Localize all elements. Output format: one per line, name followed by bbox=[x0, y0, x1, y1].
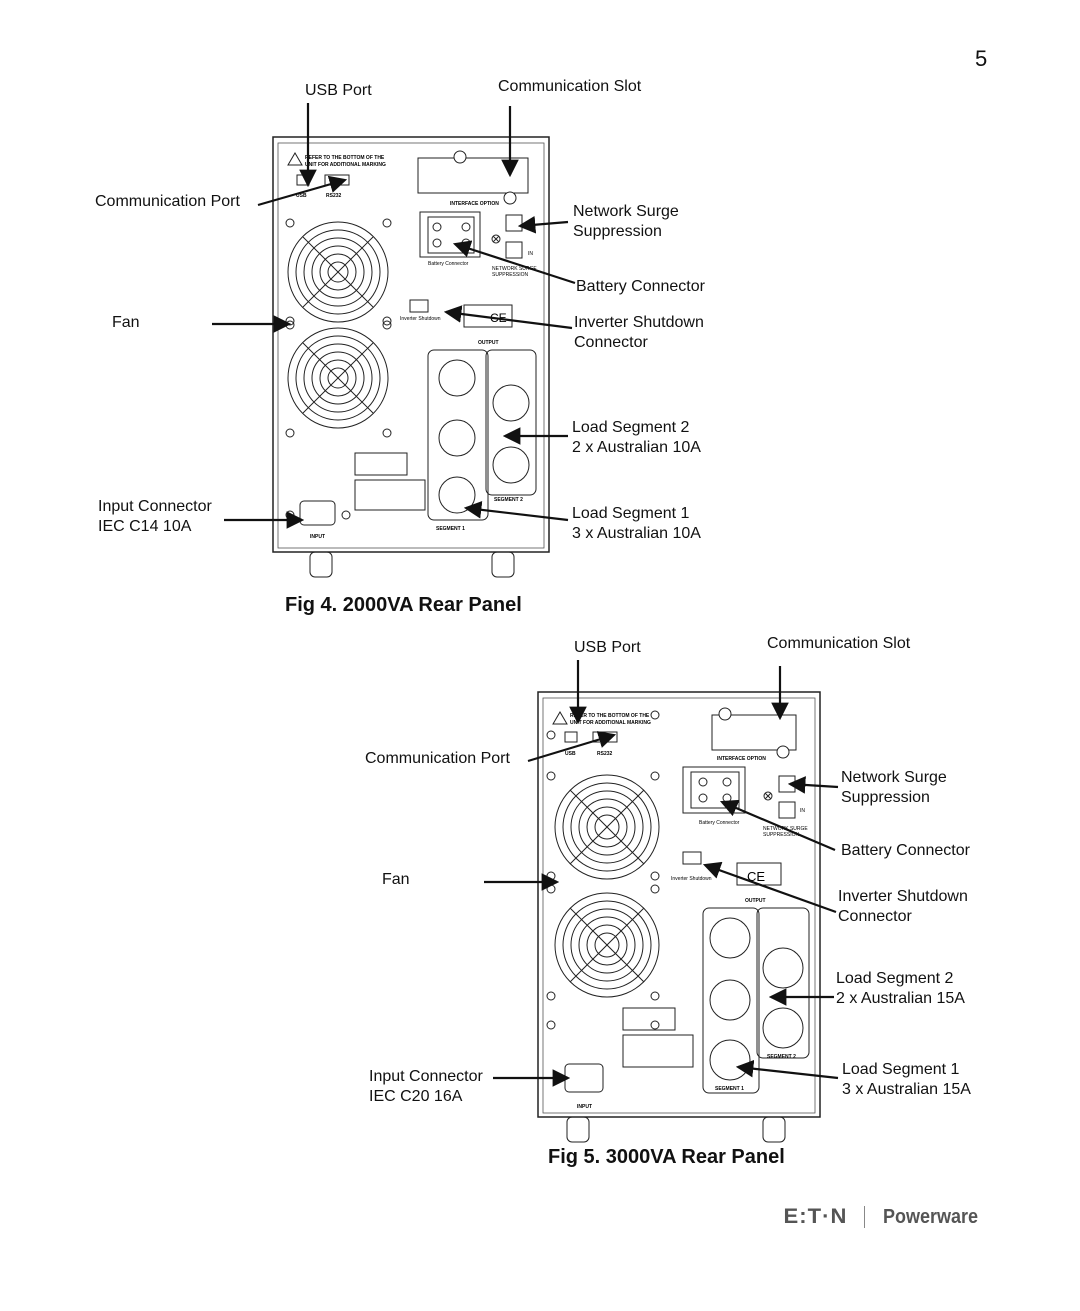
fig4-panel-usb: USB bbox=[296, 193, 307, 199]
fig5-label-comm-slot: Communication Slot bbox=[767, 635, 911, 652]
fig5-panel-in: IN bbox=[800, 808, 805, 814]
fig5-label-input-1: Input Connector bbox=[369, 1068, 483, 1085]
fig4-panel-seg1: SEGMENT 1 bbox=[436, 526, 465, 532]
fig5-label-seg1-1: Load Segment 1 bbox=[842, 1061, 960, 1078]
fig5-rear-panel-drawing: REFER TO THE BOTTOM OF THE UNIT FOR ADDI… bbox=[537, 691, 821, 1143]
fig5-label-inv-1: Inverter Shutdown bbox=[838, 888, 968, 905]
fig5-panel-unit: UNIT FOR ADDITIONAL MARKING bbox=[570, 720, 651, 726]
fig4-label-comm-slot: Communication Slot bbox=[498, 78, 642, 95]
fig5-label-comm-port: Communication Port bbox=[365, 750, 510, 767]
fig5-label-battery: Battery Connector bbox=[841, 842, 970, 859]
fig4-panel-refer: REFER TO THE BOTTOM OF THE bbox=[305, 155, 385, 161]
fig4-rear-panel-drawing: REFER TO THE BOTTOM OF THE UNIT FOR ADDI… bbox=[272, 136, 550, 578]
fig4-label-comm-port: Communication Port bbox=[95, 193, 240, 210]
fig5-panel-seg2: SEGMENT 2 bbox=[767, 1054, 796, 1060]
fig4-label-input-1: Input Connector bbox=[98, 498, 212, 515]
fig5-panel-refer: REFER TO THE BOTTOM OF THE bbox=[570, 713, 650, 719]
fig5-callout-arrows bbox=[484, 660, 839, 1087]
fig4-panel-input: INPUT bbox=[310, 534, 325, 540]
fig5-label-seg2-2: 2 x Australian 15A bbox=[836, 990, 965, 1007]
fig4-callout-arrows bbox=[212, 103, 576, 529]
fig4-panel-inv: Inverter Shutdown bbox=[400, 316, 441, 322]
fig4-panel-output: OUTPUT bbox=[478, 340, 499, 346]
fig4-label-input-2: IEC C14 10A bbox=[98, 518, 192, 535]
fig5-panel-battery: Battery Connector bbox=[699, 820, 740, 826]
fig4-label-seg1-2: 3 x Australian 10A bbox=[572, 525, 701, 542]
fig5-label-inv-2: Connector bbox=[838, 908, 912, 925]
fig5-label-net-surge-2: Suppression bbox=[841, 789, 930, 806]
fig4-label-battery: Battery Connector bbox=[576, 278, 705, 295]
fig5-label-net-surge-1: Network Surge bbox=[841, 769, 947, 786]
powerware-logo: Powerware bbox=[883, 1205, 979, 1228]
fig4-panel-battery: Battery Connector bbox=[428, 261, 469, 267]
fig5-panel-usb: USB bbox=[565, 751, 576, 757]
fig4-label-fan: Fan bbox=[112, 314, 140, 331]
fig4-panel-supp: SUPPRESSION bbox=[492, 272, 529, 278]
fig4-label-usb-port: USB Port bbox=[305, 82, 372, 99]
fig4-label-net-surge-2: Suppression bbox=[573, 223, 662, 240]
fig5-label-usb-port: USB Port bbox=[574, 639, 641, 656]
fig4-label-seg1-1: Load Segment 1 bbox=[572, 505, 690, 522]
fig4-panel-net: NETWORK SURGE bbox=[492, 266, 537, 272]
eaton-logo: E:T·N bbox=[783, 1205, 848, 1228]
fig5-label-seg2-1: Load Segment 2 bbox=[836, 970, 954, 987]
fig5-label-fan: Fan bbox=[382, 871, 410, 888]
fig4-label-seg2-2: 2 x Australian 10A bbox=[572, 439, 701, 456]
fig5-label-input-2: IEC C20 16A bbox=[369, 1088, 463, 1105]
fig5-panel-ce: CE bbox=[747, 869, 765, 884]
fig4-panel-in: IN bbox=[528, 251, 533, 257]
fig4-caption: Fig 4. 2000VA Rear Panel bbox=[285, 594, 522, 616]
fig4-panel-seg2: SEGMENT 2 bbox=[494, 497, 523, 503]
logo-separator bbox=[864, 1206, 865, 1228]
fig4-panel-unit: UNIT FOR ADDITIONAL MARKING bbox=[305, 162, 386, 168]
fig5-panel-supp: SUPPRESSION bbox=[763, 832, 800, 838]
fig4-label-net-surge-1: Network Surge bbox=[573, 203, 679, 220]
fig5-panel-interface: INTERFACE OPTION bbox=[717, 756, 766, 762]
fig5-panel-seg1: SEGMENT 1 bbox=[715, 1086, 744, 1092]
page-number: 5 bbox=[975, 46, 988, 71]
fig5-label-seg1-2: 3 x Australian 15A bbox=[842, 1081, 971, 1098]
footer-logo: E:T·N Powerware bbox=[783, 1205, 989, 1228]
fig5-panel-inv: Inverter Shutdown bbox=[671, 876, 712, 882]
fig4-label-seg2-1: Load Segment 2 bbox=[572, 419, 690, 436]
fig5-caption: Fig 5. 3000VA Rear Panel bbox=[548, 1146, 785, 1168]
fig5-panel-rs232: RS232 bbox=[597, 751, 613, 757]
fig4-panel-interface: INTERFACE OPTION bbox=[450, 201, 499, 207]
fig4-label-inv-1: Inverter Shutdown bbox=[574, 314, 704, 331]
fig4-panel-rs232: RS232 bbox=[326, 193, 342, 199]
fig5-panel-input: INPUT bbox=[577, 1104, 592, 1110]
fig4-label-inv-2: Connector bbox=[574, 334, 648, 351]
fig5-panel-output: OUTPUT bbox=[745, 898, 766, 904]
